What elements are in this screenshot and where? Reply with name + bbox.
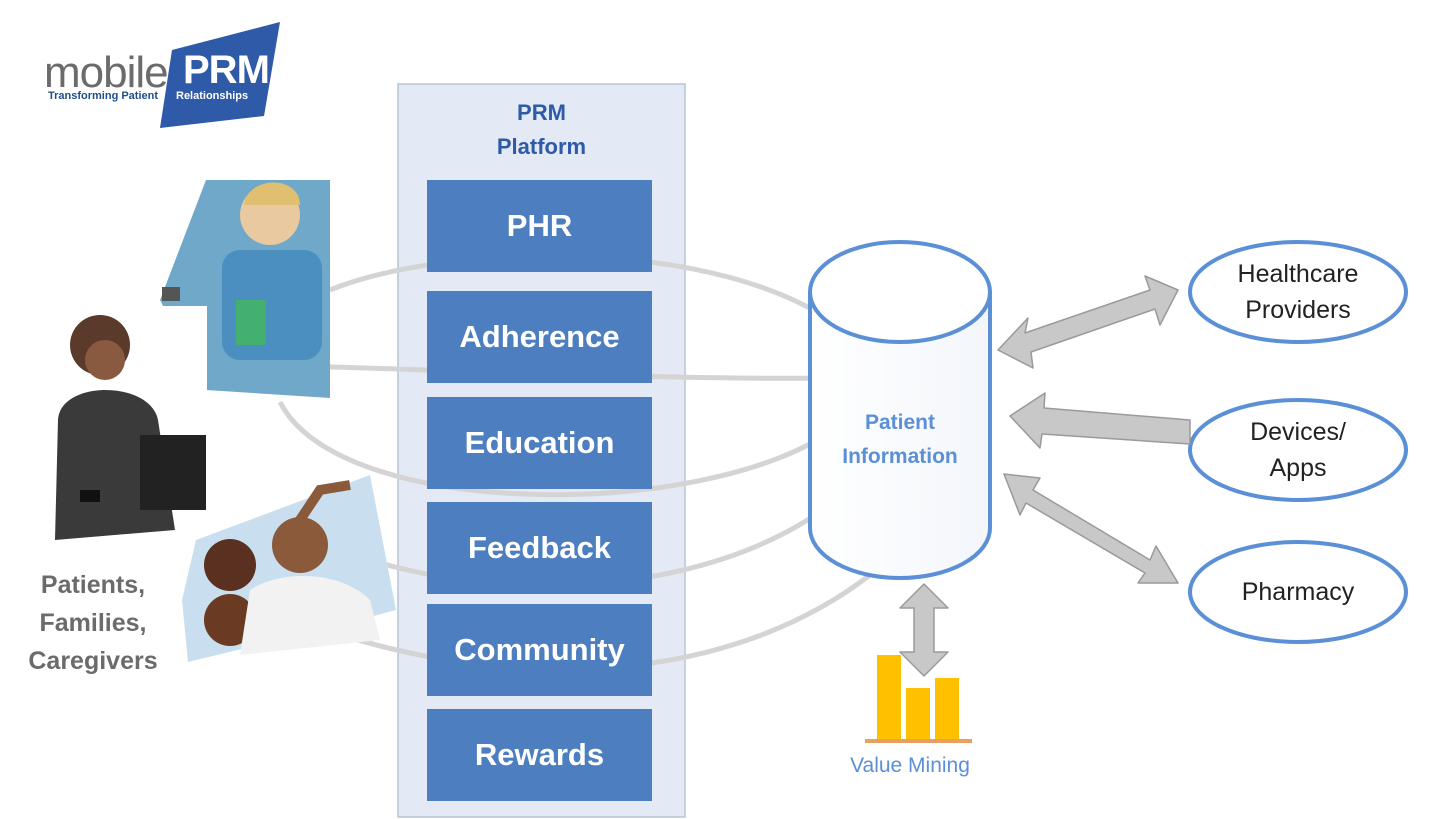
users-label: Patients, Families, Caregivers <box>18 566 168 680</box>
devices-apps-label: Devices/ Apps <box>1190 414 1406 486</box>
module-education: Education <box>427 397 652 489</box>
patient-information-cylinder <box>808 240 992 580</box>
logo-word-mobile: mobile <box>44 48 169 97</box>
healthcare-providers-label: Healthcare Providers <box>1190 256 1406 328</box>
users-line3: Caregivers <box>28 647 158 675</box>
devices-apps-ellipse <box>1188 398 1408 502</box>
logo-tagline-part2: Relationships <box>176 90 249 102</box>
ring-education <box>277 400 832 498</box>
platform-title: PRM Platform <box>398 96 685 164</box>
patient-information-line1: Patient <box>864 411 935 434</box>
module-community: Community <box>427 604 652 696</box>
logo-word-prm: PRM <box>183 48 270 92</box>
logo <box>160 22 280 128</box>
users-line2: Families, <box>39 609 147 637</box>
double-arrow-icon <box>899 583 949 677</box>
logo-tagline-part1: Transforming Patient <box>48 90 159 102</box>
module-rewards: Rewards <box>427 709 652 801</box>
pharmacy-label: Pharmacy <box>1190 574 1406 610</box>
pharmacy-line1: Pharmacy <box>1241 578 1355 606</box>
patient-information-line2: Information <box>842 445 958 468</box>
pharmacy-double-arrow <box>1003 473 1179 584</box>
value-mining-label: Value Mining <box>850 754 970 777</box>
platform-title-line2: Platform <box>496 134 587 159</box>
providers-double-arrow <box>997 275 1179 369</box>
logo-badge <box>160 22 280 128</box>
devices-arrow <box>1009 392 1191 449</box>
devices-apps-line1: Devices/ <box>1250 418 1346 446</box>
patient-information-label: Patient Information <box>810 406 990 474</box>
module-phr: PHR <box>427 180 652 272</box>
healthcare-providers-line1: Healthcare <box>1237 260 1359 288</box>
users-line1: Patients, <box>40 571 146 599</box>
module-feedback: Feedback <box>427 502 652 594</box>
healthcare-providers-ellipse <box>1188 240 1408 344</box>
bar-chart-icon <box>865 655 972 743</box>
pharmacy-ellipse <box>1188 540 1408 644</box>
family-photo <box>182 475 396 662</box>
platform-title-line1: PRM <box>517 100 566 125</box>
man-with-laptop-photo <box>53 306 207 542</box>
module-adherence: Adherence <box>427 291 652 383</box>
devices-apps-line2: Apps <box>1269 454 1327 482</box>
healthcare-providers-line2: Providers <box>1245 296 1351 324</box>
